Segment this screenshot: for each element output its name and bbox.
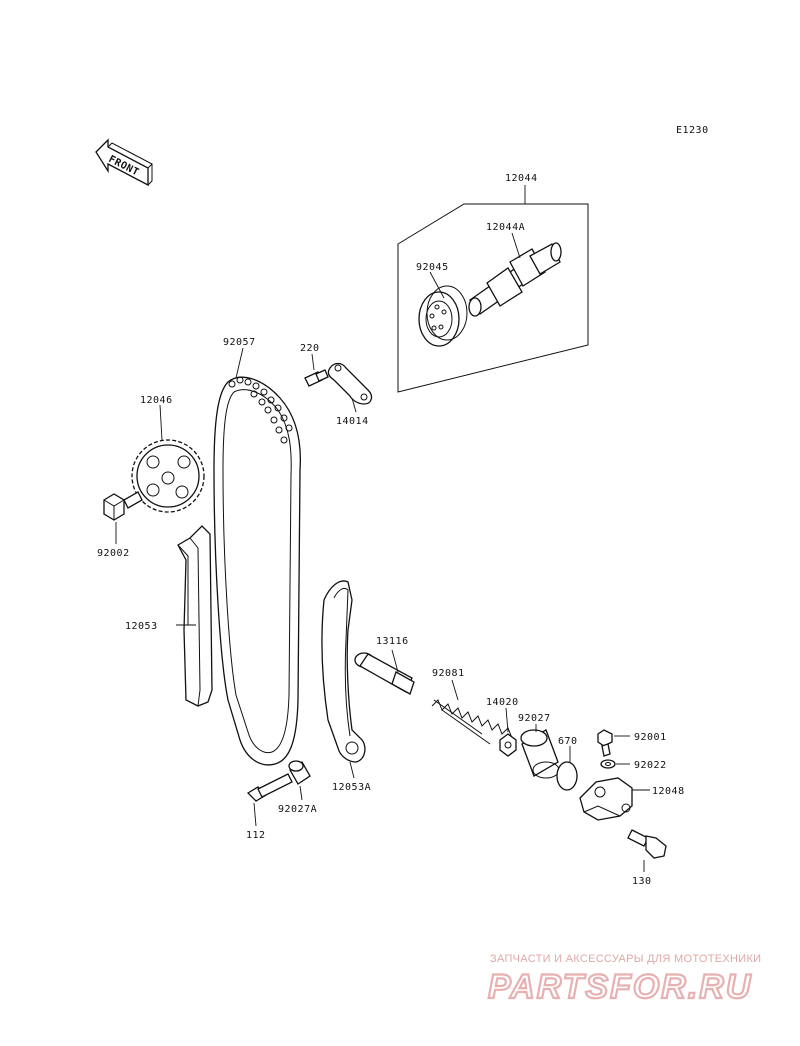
hex-bolt-icon bbox=[627, 829, 667, 872]
label-13116: 13116 bbox=[376, 636, 409, 647]
label-92001: 92001 bbox=[634, 732, 667, 743]
camshaft-assembly bbox=[397, 185, 589, 393]
label-12048: 12048 bbox=[652, 786, 685, 797]
watermark-logo: ЗАПЧАСТИ И АКСЕССУАРЫ ДЛЯ МОТОТЕХНИКИ PA… bbox=[487, 953, 761, 1007]
chain-guide-plate-icon bbox=[327, 362, 373, 413]
diagram-code: E1230 bbox=[676, 125, 709, 136]
bolt-icon bbox=[304, 353, 329, 387]
tensioner-guide-icon bbox=[321, 580, 366, 779]
label-12044A: 12044A bbox=[486, 222, 525, 233]
front-arrow-icon: FRONT bbox=[95, 138, 153, 187]
label-220: 220 bbox=[300, 343, 320, 354]
label-12044: 12044 bbox=[505, 173, 538, 184]
label-12046: 12046 bbox=[140, 395, 173, 406]
label-92027: 92027 bbox=[518, 713, 551, 724]
label-92022: 92022 bbox=[634, 760, 667, 771]
label-92002: 92002 bbox=[97, 548, 130, 559]
label-14020: 14020 bbox=[486, 697, 519, 708]
label-670: 670 bbox=[558, 736, 578, 747]
nut-icon bbox=[499, 707, 517, 757]
label-130: 130 bbox=[632, 876, 652, 887]
tensioner-holder-icon bbox=[579, 777, 650, 821]
bearing-icon bbox=[418, 285, 468, 347]
label-12053A: 12053A bbox=[332, 782, 371, 793]
collar-icon bbox=[288, 760, 311, 801]
label-112: 112 bbox=[246, 830, 266, 841]
watermark-brand: PARTSFOR.RU bbox=[488, 968, 752, 1006]
cam-chain-icon bbox=[213, 347, 302, 766]
pivot-bolt-icon bbox=[246, 773, 293, 827]
label-92045: 92045 bbox=[416, 262, 449, 273]
label-92081: 92081 bbox=[432, 668, 465, 679]
camshaft-icon bbox=[468, 242, 562, 317]
chain-guide-icon bbox=[176, 525, 213, 707]
washer-icon bbox=[600, 759, 630, 769]
label-12053: 12053 bbox=[125, 621, 158, 632]
sprocket-icon bbox=[131, 404, 205, 513]
watermark-tagline: ЗАПЧАСТИ И АКСЕССУАРЫ ДЛЯ МОТОТЕХНИКИ bbox=[490, 953, 761, 965]
label-92057: 92057 bbox=[223, 337, 256, 348]
o-ring-icon bbox=[556, 746, 578, 791]
small-bolt-icon bbox=[597, 729, 630, 757]
tensioner-rod-icon bbox=[354, 649, 415, 695]
label-92027A: 92027A bbox=[278, 804, 317, 815]
sleeve-icon bbox=[520, 724, 560, 779]
spring-icon bbox=[431, 679, 513, 745]
flange-bolt-icon bbox=[103, 491, 143, 544]
label-14014: 14014 bbox=[336, 416, 369, 427]
